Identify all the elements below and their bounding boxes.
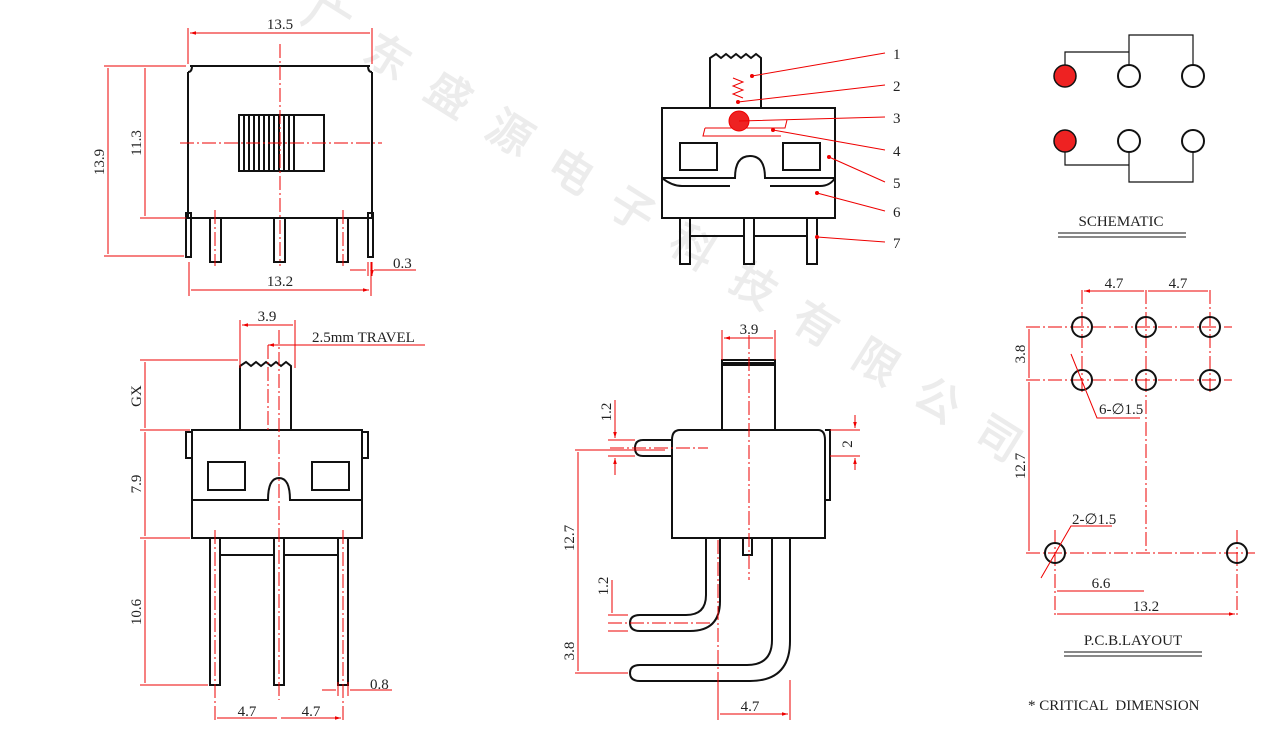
- front-view: 13.5 13.9 11.3 13.2 0.3: [92, 17, 416, 296]
- dim-width-top: 13.5: [267, 17, 293, 33]
- side-view: 3.9 1.2 2 12.7 1.2 3.8 4.7: [562, 322, 860, 720]
- critical-dimension-note: * CRITICAL DIMENSION: [1028, 698, 1200, 714]
- callout-4: 4: [893, 144, 901, 160]
- pcb-row-spacing: 3.8: [1013, 345, 1029, 364]
- pcb-pitch-1: 4.7: [1105, 276, 1124, 292]
- dim-side-actuator-width: 3.9: [740, 322, 759, 338]
- pcb-pitch-2: 4.7: [1169, 276, 1188, 292]
- end-view: 3.9 2.5mm TRAVEL GX 7.9 10.6 4.7 4.7 0.8: [129, 309, 425, 722]
- dim-pin-width: 0.8: [370, 677, 389, 693]
- callout-7: 7: [893, 236, 901, 252]
- callout-5: 5: [893, 176, 901, 192]
- watermark: 广东盛源电子科技有限公司: [294, 0, 1054, 487]
- dim-pitch-2: 4.7: [302, 704, 321, 720]
- dim-bend-thickness: 1.2: [596, 577, 612, 596]
- dim-lever-thickness: 1.2: [599, 403, 615, 422]
- dim-tab-thickness: 0.3: [393, 256, 412, 272]
- dim-side-pitch: 4.7: [741, 699, 760, 715]
- schematic-title: SCHEMATIC: [1078, 214, 1163, 230]
- dim-actuator-height: GX: [129, 385, 145, 407]
- callout-3: 3: [893, 111, 901, 127]
- pcb-layout: 4.7 4.7 3.8 12.7 6-∅1.5 2-∅1.5 6.6 13.2 …: [1013, 276, 1255, 714]
- callout-1: 1: [893, 47, 901, 63]
- dim-actuator-width: 3.9: [258, 309, 277, 325]
- dim-height-total: 13.9: [92, 149, 108, 175]
- dim-body-height: 7.9: [129, 475, 145, 494]
- callout-view: 1 2 3 4 5 6 7: [661, 47, 901, 265]
- pcb-mount-spacing: 13.2: [1133, 599, 1159, 615]
- schematic: SCHEMATIC: [1053, 34, 1205, 238]
- dim-pin-length: 10.6: [129, 598, 145, 625]
- pcb-row-to-mount: 12.7: [1013, 452, 1029, 479]
- dim-height-body: 11.3: [129, 130, 145, 156]
- callout-2: 2: [893, 79, 901, 95]
- pcb-offset: 6.6: [1092, 576, 1111, 592]
- callout-6: 6: [893, 205, 901, 221]
- dim-lever-offset: 2: [840, 440, 856, 448]
- dim-width-bottom: 13.2: [267, 274, 293, 290]
- pcb-hole-label: 6-∅1.5: [1099, 402, 1143, 418]
- pcb-title: P.C.B.LAYOUT: [1084, 633, 1182, 649]
- dim-bend-offset: 3.8: [562, 642, 578, 661]
- dim-travel: 2.5mm TRAVEL: [312, 330, 415, 346]
- pcb-mount-hole-label: 2-∅1.5: [1072, 512, 1116, 528]
- dim-pitch-1: 4.7: [238, 704, 257, 720]
- dim-pin-height: 12.7: [562, 524, 578, 551]
